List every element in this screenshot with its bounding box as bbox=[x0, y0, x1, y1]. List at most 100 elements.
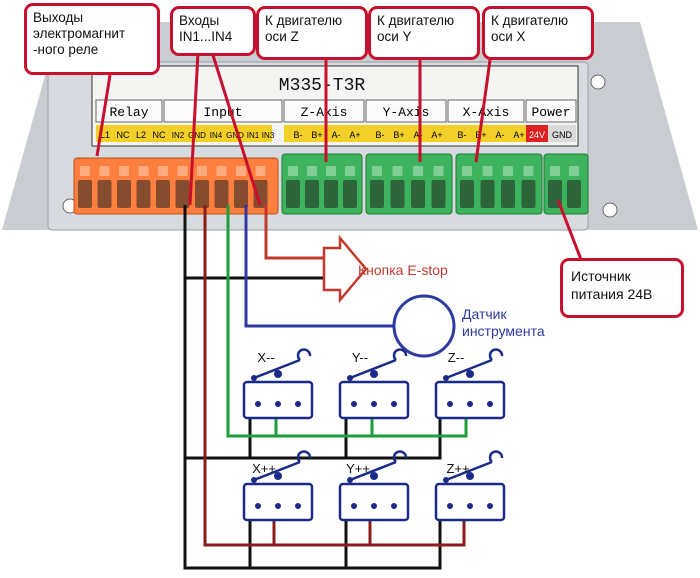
pin-axis-0-2: A- bbox=[332, 130, 341, 140]
switch-labels: X-- Y-- Z-- X++ Y++ Z++ bbox=[252, 350, 469, 476]
terminal-slot bbox=[480, 180, 495, 208]
green-wire-minus-switches bbox=[226, 205, 468, 438]
callout-z-motor: К двигателю оси Z bbox=[256, 6, 368, 60]
pin-gnd-1: GND bbox=[188, 131, 206, 140]
terminal-screw bbox=[569, 166, 579, 176]
terminal-slot bbox=[460, 180, 474, 208]
pin-axis-2-3: A+ bbox=[513, 130, 524, 140]
terminal-slot bbox=[431, 180, 446, 208]
callout-leaders bbox=[95, 51, 584, 263]
terminal-slot bbox=[175, 180, 190, 208]
terminal-screw bbox=[80, 166, 90, 176]
pin-in3: IN3 bbox=[262, 131, 275, 140]
pin-axis-2-0: B- bbox=[458, 130, 467, 140]
callout-z-line-2: оси Z bbox=[265, 29, 299, 44]
terminal-slot bbox=[343, 180, 357, 208]
pin-power-gnd: GND bbox=[552, 130, 573, 140]
terminal-screw bbox=[503, 166, 513, 176]
callout-x-line-1: К двигателю bbox=[491, 13, 569, 28]
darkred-wire-plus-switches bbox=[203, 205, 466, 547]
pin-axis-2-2: A- bbox=[496, 130, 505, 140]
pin-axis-1-1: B+ bbox=[393, 130, 404, 140]
terminal-slot bbox=[78, 180, 92, 208]
label-y-minus: Y-- bbox=[352, 350, 368, 365]
callout-relay-line-3: -ного реле bbox=[33, 42, 99, 57]
mount-hole-top-right bbox=[590, 74, 606, 90]
limit-switch-icon bbox=[338, 348, 410, 420]
mount-hole-bottom-right bbox=[602, 202, 618, 218]
terminal-screw bbox=[462, 166, 472, 176]
callout-relay-line-2: электромагнит bbox=[33, 26, 126, 41]
black-wire-top-switches bbox=[185, 418, 442, 460]
terminal-screw bbox=[236, 166, 246, 176]
pin-24v: 24V bbox=[529, 130, 545, 140]
terminal-screw bbox=[255, 166, 266, 176]
callout-inputs-line-2: IN1...IN4 bbox=[179, 29, 233, 44]
label-x-minus: X-- bbox=[257, 350, 274, 365]
callout-power-supply: Источник питания 24В bbox=[560, 258, 684, 318]
terminal-screw bbox=[177, 166, 188, 176]
pin-l1: L1 bbox=[100, 130, 110, 140]
callout-relay-line-1: Выходы bbox=[33, 10, 84, 25]
pin-in1: IN1 bbox=[247, 131, 260, 140]
limit-switch-icon bbox=[434, 348, 506, 420]
callout-y-motor: К двигателю оси Y bbox=[368, 6, 480, 60]
section-x-axis: X-Axis bbox=[463, 105, 510, 120]
terminal-screw bbox=[433, 166, 444, 176]
terminal-screw bbox=[326, 166, 336, 176]
terminal-slot bbox=[324, 180, 338, 208]
terminal-slot bbox=[195, 180, 209, 208]
model-name: M335-T3R bbox=[279, 76, 366, 96]
pin-axis-0-1: B+ bbox=[311, 130, 322, 140]
callout-x-line-2: оси X bbox=[491, 29, 526, 44]
red-estop-wire bbox=[264, 205, 324, 260]
terminal-screw bbox=[119, 166, 129, 176]
terminal-screw bbox=[99, 166, 110, 176]
terminal-slot bbox=[156, 180, 170, 208]
terminal-screw bbox=[288, 166, 298, 176]
terminal-slot bbox=[370, 180, 384, 208]
callout-inputs: Входы IN1...IN4 bbox=[170, 6, 256, 56]
x-axis-terminal-block bbox=[455, 153, 543, 215]
label-y-plus: Y++ bbox=[346, 461, 370, 476]
terminal-screw bbox=[550, 166, 560, 176]
tool-sensor-label: Датчик инструмента bbox=[462, 306, 545, 340]
y-axis-terminal-block bbox=[365, 153, 453, 215]
pin-axis-1-0: B- bbox=[376, 130, 385, 140]
callout-y-line-1: К двигателю bbox=[377, 13, 455, 28]
terminal-screw bbox=[482, 166, 493, 176]
callout-x-motor: К двигателю оси X bbox=[482, 6, 594, 60]
terminal-screw bbox=[523, 166, 534, 176]
terminal-screw bbox=[392, 166, 403, 176]
tool-sensor-line-1: Датчик bbox=[462, 306, 507, 322]
limit-switch-icon bbox=[434, 450, 506, 522]
callout-relay-outputs: Выходы электромагнит -ного реле bbox=[24, 3, 160, 75]
pin-in2: IN2 bbox=[172, 131, 185, 140]
z-axis-terminal-block bbox=[281, 153, 363, 215]
pin-axis-0-3: A+ bbox=[349, 130, 360, 140]
terminal-screw bbox=[372, 166, 382, 176]
tool-sensor-line-2: инструмента bbox=[462, 323, 545, 339]
terminal-slot bbox=[411, 180, 425, 208]
section-headers: Relay Input Z-Axis Y-Axis X-Axis Power bbox=[95, 99, 577, 123]
section-input: Input bbox=[203, 105, 242, 120]
callout-z-line-1: К двигателю bbox=[265, 13, 343, 28]
terminal-screw bbox=[307, 166, 317, 176]
terminal-slot bbox=[117, 180, 131, 208]
terminal-slot bbox=[97, 180, 112, 208]
pin-axis-1-2: A- bbox=[414, 130, 423, 140]
terminal-slot bbox=[501, 180, 515, 208]
pin-l2: L2 bbox=[136, 130, 146, 140]
section-power: Power bbox=[531, 105, 570, 120]
pin-axis-0-0: B- bbox=[294, 130, 303, 140]
estop-arrow-icon bbox=[322, 234, 368, 304]
callout-inputs-line-1: Входы bbox=[179, 13, 220, 28]
blue-sensor-wire bbox=[244, 205, 394, 328]
terminal-screw bbox=[216, 166, 227, 176]
estop-label: Кнопка E-stop bbox=[358, 262, 448, 278]
limit-switch-icon bbox=[338, 450, 410, 522]
terminal-screw bbox=[138, 166, 149, 176]
pin-nc-2: NC bbox=[153, 130, 166, 140]
